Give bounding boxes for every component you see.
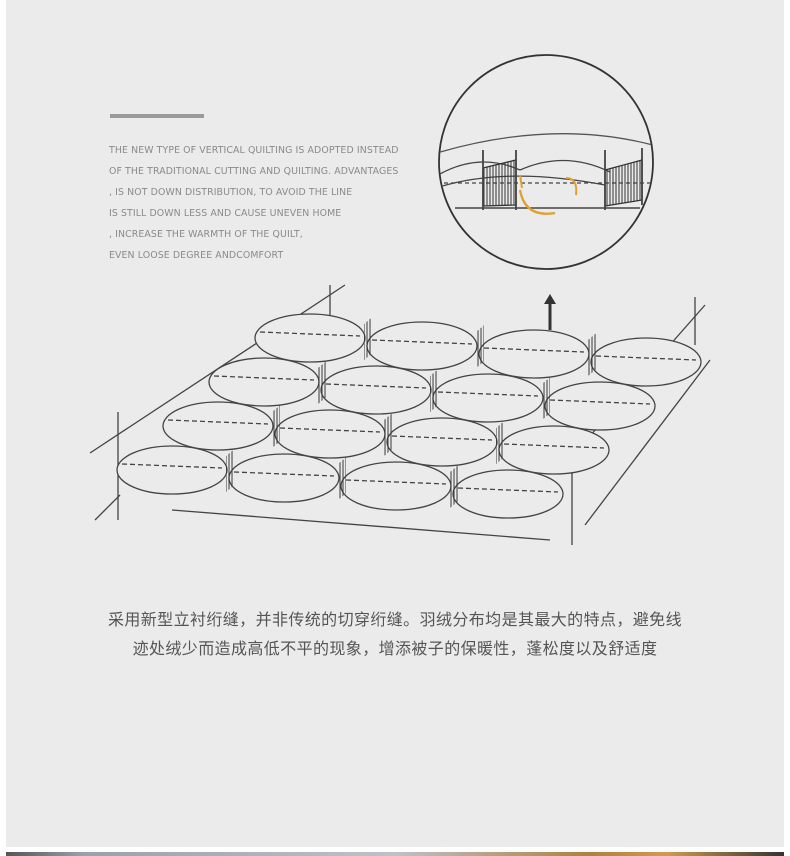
- chinese-description-line-2: 迹处绒少而造成高低不平的现象，增添被子的保暖性，蓬松度以及舒适度: [132, 639, 658, 658]
- quilt-pillow: [116, 445, 228, 495]
- flow-arrow-icon: [518, 189, 556, 215]
- seam-line: [121, 463, 223, 469]
- quilt-pillow: [590, 337, 702, 387]
- vertical-quilting-wall: [496, 421, 504, 465]
- quilt-pillow: [208, 357, 320, 407]
- english-line: IS STILL DOWN LESS AND CAUSE UNEVEN HOME: [109, 208, 342, 219]
- quilt-pillow: [544, 381, 656, 431]
- seam-line: [279, 427, 381, 433]
- vertical-quilting-wall: [338, 457, 346, 500]
- seam-line: [371, 339, 473, 345]
- quilt-pillow: [274, 409, 386, 459]
- quilt-pillow: [386, 417, 498, 467]
- quilt-pillow: [432, 373, 544, 423]
- seam-line: [457, 487, 559, 493]
- seam-line: [483, 347, 585, 353]
- vertical-quilting-wall: [542, 377, 550, 420]
- vertical-quilting-wall: [272, 405, 280, 448]
- vertical-quilting-wall: [430, 369, 438, 412]
- title-accent-bar: [110, 114, 204, 118]
- vertical-quilting-wall: [384, 413, 392, 457]
- magnified-detail-circle: [438, 54, 654, 270]
- english-line: THE NEW TYPE OF VERTICAL QUILTING IS ADO…: [109, 145, 399, 156]
- english-line: , IS NOT DOWN DISTRIBUTION, TO AVOID THE…: [109, 187, 353, 198]
- next-section-image-strip: [6, 852, 784, 856]
- vertical-quilting-wall: [364, 317, 372, 360]
- quilt-pillow: [162, 401, 274, 451]
- seam-line: [391, 435, 493, 441]
- seam-line: [503, 443, 605, 449]
- english-line: , INCREASE THE WARMTH OF THE QUILT,: [109, 229, 303, 240]
- seam-line: [345, 479, 447, 485]
- seam-line: [167, 419, 269, 425]
- quilt-pillow: [254, 313, 366, 363]
- seam-line: [437, 391, 539, 397]
- quilt-pillow: [478, 329, 590, 379]
- seam-line: [549, 399, 651, 405]
- vertical-quilting-wall: [450, 465, 458, 509]
- quilt-pillow: [366, 321, 478, 371]
- quilt-pillows: [116, 313, 702, 519]
- english-line: EVEN LOOSE DEGREE ANDCOMFORT: [109, 250, 284, 261]
- seam-line: [595, 355, 697, 361]
- english-line: OF THE TRADITIONAL CUTTING AND QUILTING.…: [109, 166, 399, 177]
- seam-line: [233, 471, 335, 477]
- quilt-pillow: [228, 453, 340, 503]
- seam-line: [259, 331, 361, 337]
- quilt-pillow: [498, 425, 610, 475]
- quilt-pillow: [320, 365, 432, 415]
- up-arrow-icon: [544, 294, 556, 330]
- seam-line: [213, 375, 315, 381]
- quilt-pillow: [340, 461, 452, 511]
- vertical-quilting-wall: [318, 361, 326, 404]
- vertical-quilting-wall: [588, 333, 596, 377]
- chinese-description-line-1: 采用新型立衬绗缝，并非传统的切穿绗缝。羽绒分布均是其最大的特点，避免线: [107, 610, 682, 629]
- seam-line: [325, 383, 427, 389]
- vertical-quilting-wall: [226, 449, 234, 493]
- vertical-quilting-wall: [476, 325, 484, 369]
- english-description: THE NEW TYPE OF VERTICAL QUILTING IS ADO…: [109, 140, 399, 266]
- quilt-pillow: [452, 469, 564, 519]
